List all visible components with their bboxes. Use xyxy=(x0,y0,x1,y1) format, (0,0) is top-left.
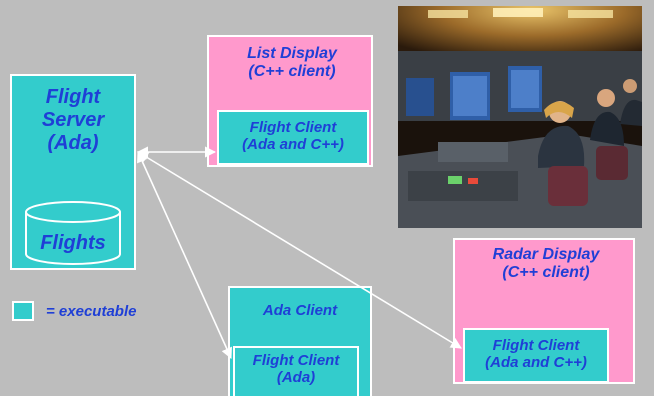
database-cylinder-icon xyxy=(25,201,121,265)
flight-server-box: Flight Server (Ada) Flights xyxy=(10,74,136,270)
list-flight-client-label: Flight Client (Ada and C++) xyxy=(242,119,344,154)
arrow-server-ada-client xyxy=(137,150,232,360)
ada-flight-client-label: Flight Client (Ada) xyxy=(252,352,340,387)
flight-server-label: Flight Server (Ada) xyxy=(41,86,105,154)
radar-display-label: Radar Display (C++ client) xyxy=(492,246,600,282)
list-display-label: List Display (C++ client) xyxy=(247,45,337,81)
legend-executable-label: = executable xyxy=(46,303,137,320)
legend-executable-swatch xyxy=(12,301,34,321)
radar-flight-client-label: Flight Client (Ada and C++) xyxy=(485,337,587,372)
flights-db-label: Flights xyxy=(40,232,106,254)
arrow-server-radar-client xyxy=(137,151,462,349)
radar-flight-client-box: Flight Client (Ada and C++) xyxy=(463,328,609,383)
